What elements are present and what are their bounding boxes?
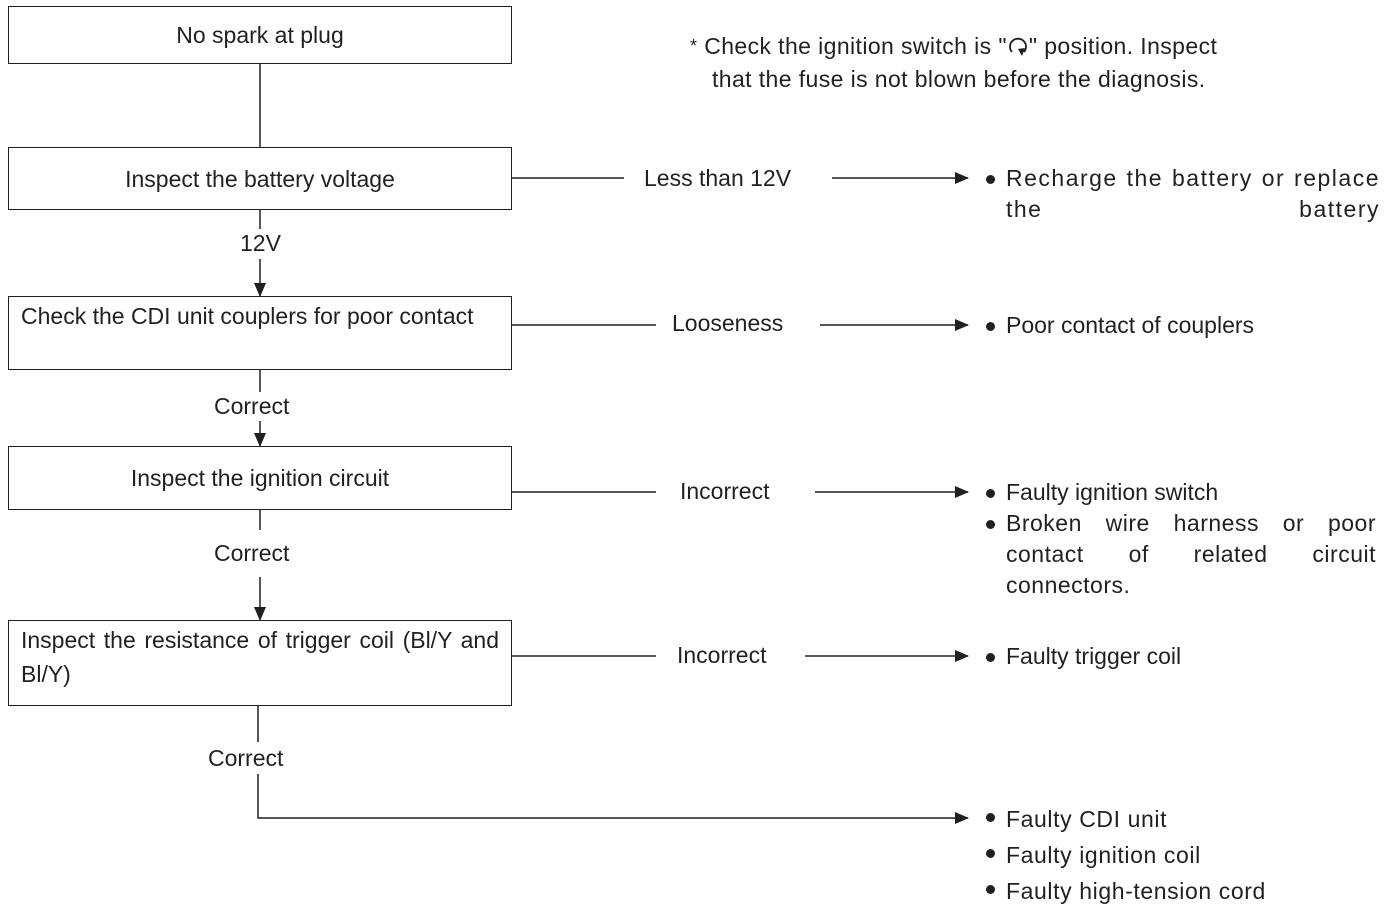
down-label-correct: Correct xyxy=(208,745,284,771)
step-label: No spark at plug xyxy=(176,22,344,48)
step-box-trigger-coil: Inspect the resistance of trigger coil (… xyxy=(8,620,512,706)
step-box-no-spark: No spark at plug xyxy=(8,6,512,64)
arrow-to-final-results xyxy=(257,774,969,824)
note-text-b: " position. Inspect xyxy=(1028,33,1218,59)
branch-condition-label: Looseness xyxy=(672,310,784,336)
final-results-list: Faulty CDI unit Faulty ignition coil Fau… xyxy=(984,801,1380,909)
step-box-ignition-circuit: Inspect the ignition circuit xyxy=(8,446,512,510)
branch-condition-label: Incorrect xyxy=(680,478,770,504)
result-item: Poor contact of couplers xyxy=(984,310,1380,341)
precheck-note: * Check the ignition switch is " " positi… xyxy=(690,30,1340,96)
branch-result-couplers: Poor contact of couplers xyxy=(984,310,1380,341)
note-line-1: * Check the ignition switch is " " positi… xyxy=(690,30,1340,63)
step-label: Inspect the ignition circuit xyxy=(130,465,390,491)
step-label: Inspect the battery voltage xyxy=(125,165,395,192)
result-item: Recharge the battery or replace the batt… xyxy=(984,163,1380,225)
result-item: Broken wire harness or poor contact of r… xyxy=(984,508,1376,601)
note-asterisk: * xyxy=(690,36,698,56)
branch-condition-label: Incorrect xyxy=(677,642,767,668)
branch-condition-label: Less than 12V xyxy=(644,165,792,191)
step-box-battery-voltage: Inspect the battery voltage xyxy=(8,147,512,210)
result-item: Faulty CDI unit xyxy=(984,801,1380,837)
down-label-correct: Correct xyxy=(214,540,290,566)
ignition-on-symbol-icon xyxy=(1009,37,1027,56)
note-line-2: that the fuse is not blown before the di… xyxy=(712,66,1206,92)
note-text-a: Check the ignition switch is " xyxy=(704,33,1007,59)
down-label-correct: Correct xyxy=(214,393,290,419)
branch-result-battery: Recharge the battery or replace the batt… xyxy=(984,163,1380,225)
down-label-12v: 12V xyxy=(240,230,281,256)
branch-result-trigger-coil: Faulty trigger coil xyxy=(984,641,1380,672)
step-label: Inspect the resistance of trigger coil (… xyxy=(21,627,499,687)
result-item: Faulty ignition switch xyxy=(984,477,1376,508)
step-label: Check the CDI unit couplers for poor con… xyxy=(21,303,474,329)
result-item: Faulty high-tension cord xyxy=(984,873,1380,909)
branch-result-ignition: Faulty ignition switch Broken wire harne… xyxy=(984,477,1376,601)
step-box-cdi-couplers: Check the CDI unit couplers for poor con… xyxy=(8,296,512,370)
result-item: Faulty ignition coil xyxy=(984,837,1380,873)
result-item: Faulty trigger coil xyxy=(984,641,1380,672)
